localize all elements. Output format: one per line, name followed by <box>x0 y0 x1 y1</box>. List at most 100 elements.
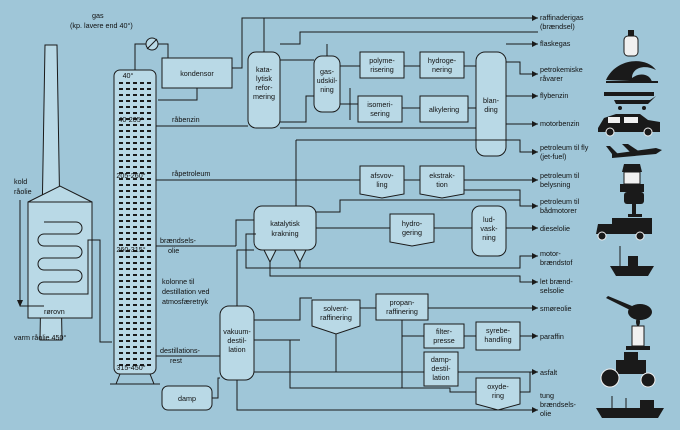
candle-icon <box>626 318 650 350</box>
tray-mark <box>119 178 123 180</box>
tray-mark <box>119 190 123 192</box>
product-letbr-2: selsolie <box>540 286 564 295</box>
label-solvent-1: solvent- <box>323 304 349 313</box>
tray-mark <box>147 172 151 174</box>
tray-mark <box>119 250 123 252</box>
label-gasudskil-3: ning <box>320 85 334 94</box>
arrow-head <box>532 41 538 47</box>
tray-mark <box>133 202 137 204</box>
tray-mark <box>119 316 123 318</box>
solventraffinering-box <box>311 299 361 335</box>
label-dampdestil-3: lation <box>432 373 449 382</box>
tray-mark <box>126 142 130 144</box>
arrow-head <box>532 225 538 231</box>
tray-mark <box>133 328 137 330</box>
label-afsvovling-2: ling <box>376 180 387 189</box>
tray-mark <box>140 238 144 240</box>
tray-mark <box>126 88 130 90</box>
tray-mark <box>133 322 137 324</box>
tray-mark <box>147 244 151 246</box>
tray-mark <box>119 118 123 120</box>
label-filter-1: filter- <box>436 327 453 336</box>
tray-mark <box>140 136 144 138</box>
tray-mark <box>126 256 130 258</box>
tray-mark <box>140 172 144 174</box>
tray-mark <box>126 340 130 342</box>
small-plane-icon <box>604 92 656 110</box>
tray-mark <box>140 190 144 192</box>
tray-mark <box>140 250 144 252</box>
product-petrokem-1: petrokemiske <box>540 65 583 74</box>
tray-mark <box>147 226 151 228</box>
label-kat-krak-2: krakning <box>271 229 298 238</box>
label-syrebe-2: handling <box>484 335 511 344</box>
tray-mark <box>126 352 130 354</box>
tray-mark <box>140 124 144 126</box>
label-destillations-2: rest <box>170 356 182 365</box>
hydrogenering-box-1 <box>419 51 465 79</box>
tray-mark <box>119 112 123 114</box>
tray-mark <box>147 196 151 198</box>
tray-mark <box>119 298 123 300</box>
tray-mark <box>147 160 151 162</box>
label-gas: gas <box>92 11 104 20</box>
tray-mark <box>147 136 151 138</box>
tray-mark <box>119 310 123 312</box>
label-kat-ref-2: lytisk <box>256 74 272 83</box>
tray-mark <box>133 160 137 162</box>
afsvovling-box <box>359 165 405 199</box>
tray-mark <box>140 160 144 162</box>
tray-mark <box>140 226 144 228</box>
tray-mark <box>133 184 137 186</box>
label-dampdestil-1: damp- <box>431 355 452 364</box>
tray-mark <box>140 298 144 300</box>
tray-mark <box>119 184 123 186</box>
label-kat-krak-1: katalytisk <box>270 219 300 228</box>
product-arrows <box>532 15 538 413</box>
tray-mark <box>126 214 130 216</box>
label-vakuum-2: destil- <box>227 336 247 345</box>
temp-40: 40° <box>123 71 134 80</box>
tray-mark <box>126 106 130 108</box>
label-ludvask-3: ning <box>482 233 496 242</box>
filterpresse-box <box>423 323 465 349</box>
arrow-head <box>532 407 538 413</box>
temp-315-450: 315-450° <box>116 363 145 372</box>
tray-mark <box>140 184 144 186</box>
tray-mark <box>140 316 144 318</box>
tray-mark <box>119 268 123 270</box>
tray-mark <box>119 364 123 366</box>
tray-mark <box>133 280 137 282</box>
tray-mark <box>126 154 130 156</box>
tray-mark <box>126 238 130 240</box>
tray-mark <box>119 322 123 324</box>
tray-mark <box>119 154 123 156</box>
tray-mark <box>140 130 144 132</box>
label-kolonne-1: kolonne til <box>162 277 195 286</box>
isomerisering-box <box>357 95 403 123</box>
product-motorbr-2: brændstof <box>540 258 572 267</box>
tray-mark <box>119 88 123 90</box>
product-petbel-2: belysning <box>540 180 570 189</box>
label-braendsels-1: brændsels- <box>160 236 197 245</box>
tray-mark <box>140 106 144 108</box>
tray-mark <box>147 178 151 180</box>
tray-mark <box>126 334 130 336</box>
label-gas-note: (kp. lavere end 40°) <box>70 21 133 30</box>
product-letbr-1: let brænd- <box>540 277 573 286</box>
tray-mark <box>147 322 151 324</box>
tray-mark <box>133 118 137 120</box>
tray-mark <box>140 280 144 282</box>
tray-mark <box>133 244 137 246</box>
tray-mark <box>119 94 123 96</box>
tray-mark <box>140 262 144 264</box>
tray-mark <box>126 130 130 132</box>
tray-mark <box>133 130 137 132</box>
tray-mark <box>133 154 137 156</box>
label-blanding-2: ding <box>484 105 498 114</box>
tray-mark <box>133 208 137 210</box>
tray-mark <box>140 286 144 288</box>
tray-mark <box>140 256 144 258</box>
tray-mark <box>140 82 144 84</box>
label-raapetroleum: råpetroleum <box>172 169 210 178</box>
